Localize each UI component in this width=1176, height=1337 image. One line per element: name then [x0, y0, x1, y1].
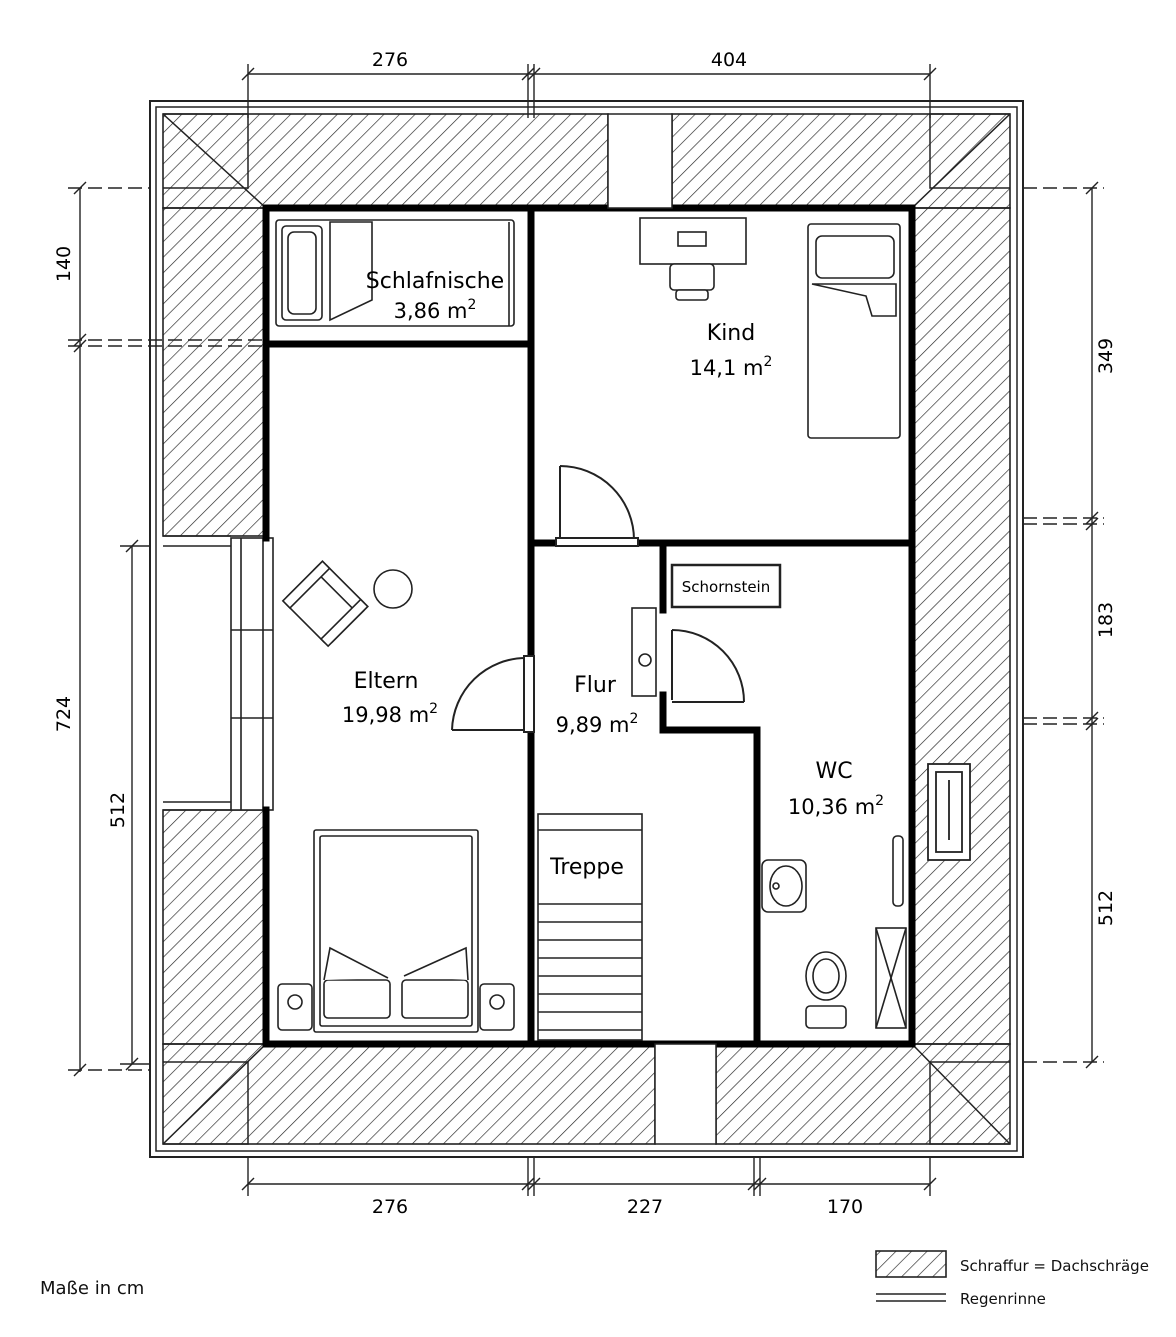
- eltern-armchair: [281, 560, 369, 648]
- legend-hatch-swatch: [875, 1250, 947, 1278]
- eltern-area: 19,98 m2: [342, 701, 438, 727]
- units-note: Maße in cm: [40, 1278, 145, 1299]
- wc-door: [671, 629, 745, 703]
- roof-window: [927, 763, 971, 861]
- walls: [262, 204, 916, 1048]
- bottom-opening: [654, 1043, 717, 1145]
- dim-bottom-3: 170: [827, 1196, 863, 1218]
- kind-area: 14,1 m2: [690, 354, 773, 380]
- eltern-name: Eltern: [354, 669, 419, 694]
- schlafnische-name: Schlafnische: [366, 269, 504, 294]
- dim-top-1: 276: [372, 49, 408, 71]
- gutter-outer-line: [149, 100, 1024, 1158]
- dormer-window: [163, 535, 274, 811]
- top-opening: [607, 113, 673, 209]
- niche-bed: [275, 219, 515, 327]
- schlafnische-area: 3,86 m2: [394, 297, 477, 323]
- wc-area: 10,36 m2: [788, 793, 884, 819]
- kind-door: [555, 465, 639, 547]
- dim-right-1: 349: [1095, 338, 1117, 374]
- dim-right-3: 512: [1095, 890, 1117, 926]
- stairs-label: Treppe: [549, 855, 624, 880]
- chimney-label: Schornstein: [682, 578, 770, 596]
- legend-hatch-label: Schraffur = Dachschräge: [960, 1257, 1149, 1275]
- dim-left-1: 140: [53, 246, 75, 282]
- flur-name: Flur: [574, 673, 617, 698]
- dim-top-2: 404: [711, 49, 747, 71]
- stairs: [537, 813, 643, 1041]
- dim-left-inner: 512: [107, 792, 129, 828]
- wc-sink: [761, 859, 807, 913]
- roof-corner-lines: [162, 113, 1011, 1145]
- dim-bottom-2: 227: [627, 1196, 663, 1218]
- gutter-inner-line: [155, 106, 1018, 1152]
- kind-name: Kind: [707, 321, 755, 346]
- dim-bottom-1: 276: [372, 1196, 408, 1218]
- eltern-bed: [277, 829, 515, 1033]
- chimney-box: [670, 563, 782, 609]
- dim-right-2: 183: [1095, 602, 1117, 638]
- flur-cabinet: [631, 607, 657, 697]
- legend-gutter-label: Regenrinne: [960, 1290, 1046, 1308]
- kind-bed: [807, 223, 901, 439]
- wc-toilet: [805, 951, 847, 1029]
- wc-name: WC: [815, 759, 852, 784]
- dimension-lines: [68, 64, 1104, 1196]
- flur-area: 9,89 m2: [556, 711, 639, 737]
- roof-slope-hatching: [162, 113, 1011, 1145]
- wc-shower: [875, 927, 907, 1029]
- eltern-door: [451, 655, 535, 733]
- wc-towel-rail: [892, 835, 904, 907]
- dim-left-2: 724: [53, 696, 75, 732]
- eltern-side-table: [373, 569, 413, 609]
- kind-desk: [639, 217, 747, 301]
